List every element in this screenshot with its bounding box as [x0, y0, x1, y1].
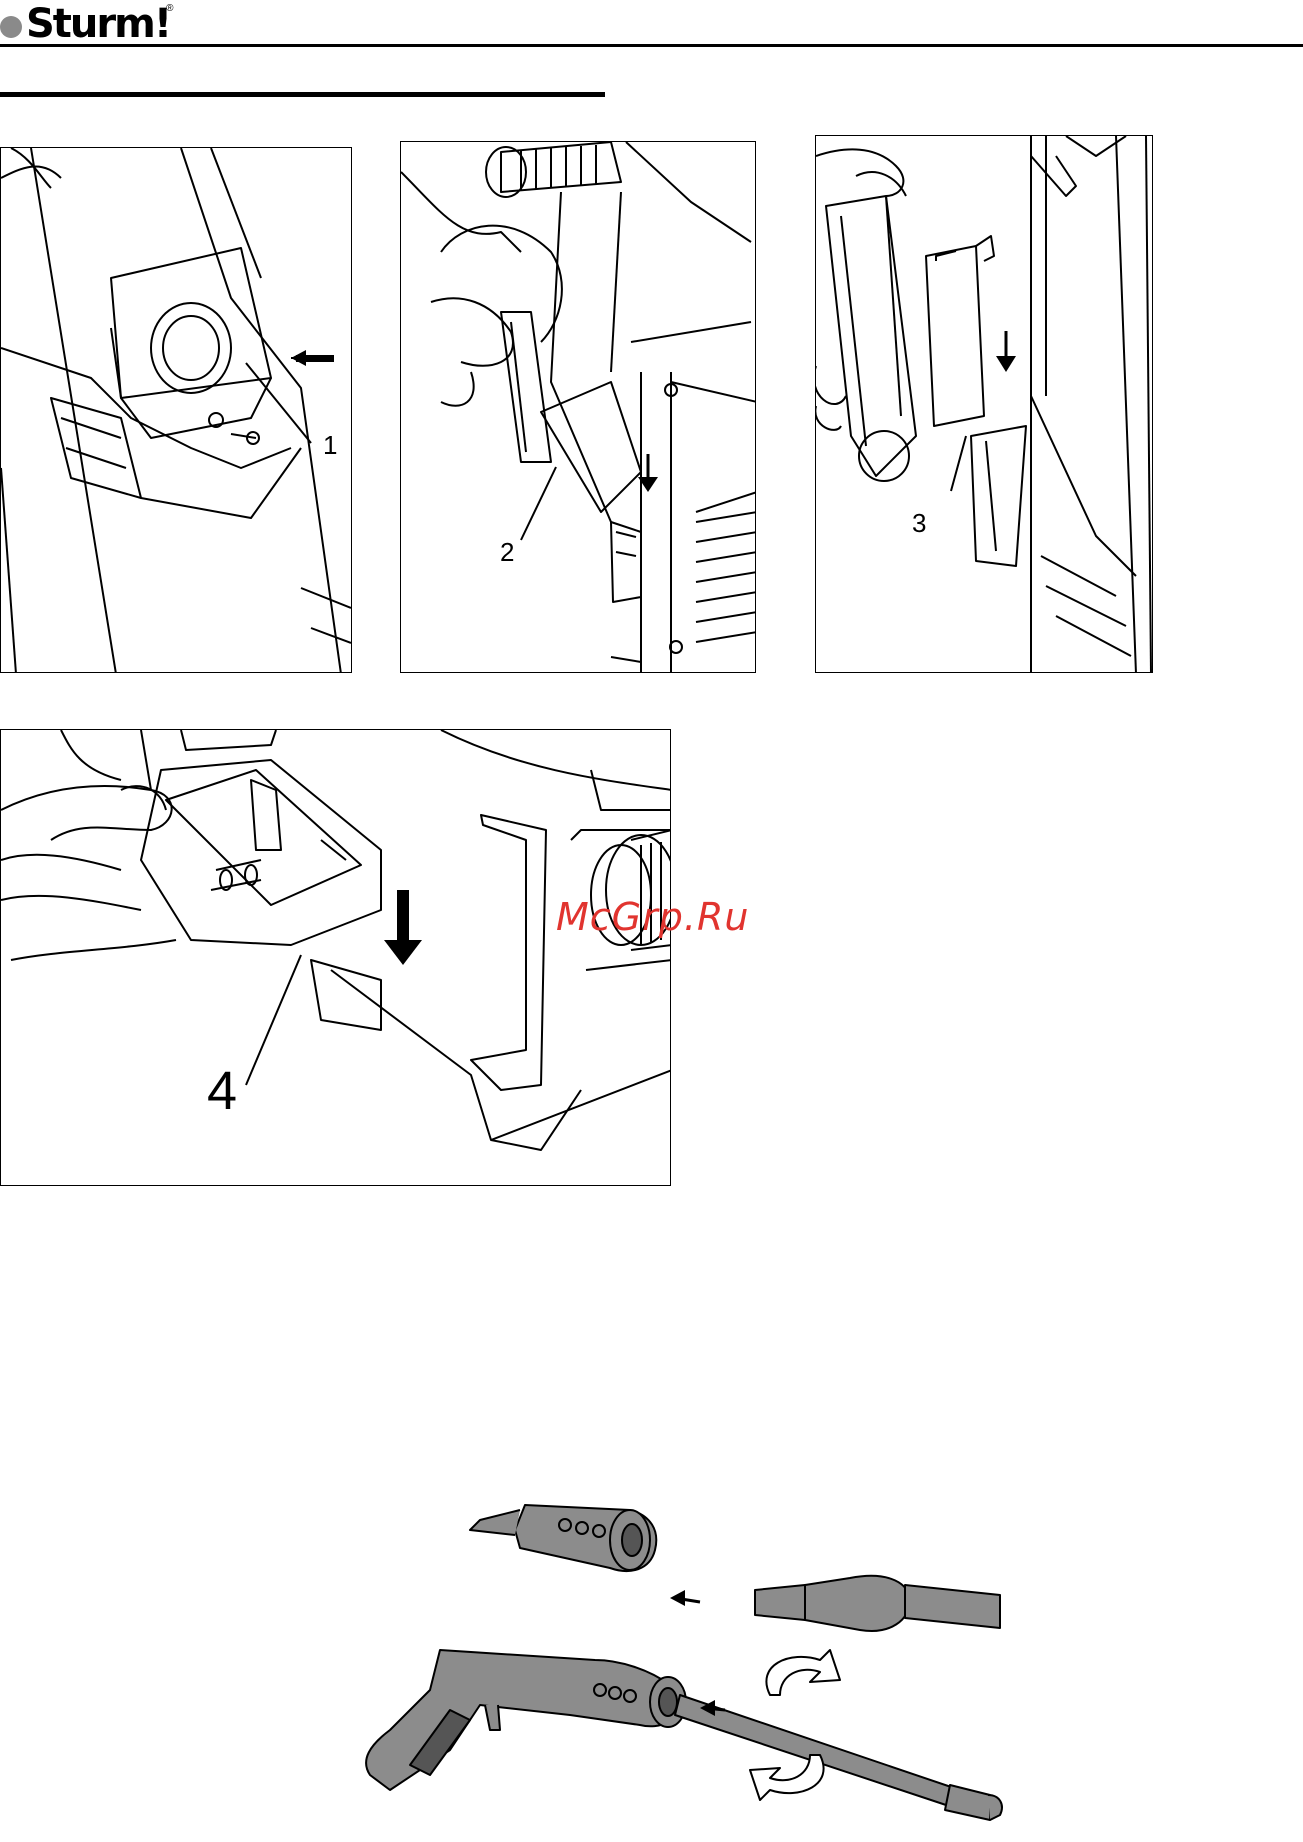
figure-4-panel: 4 [0, 729, 671, 1186]
rotate-arrow-icon [766, 1650, 840, 1695]
header-divider [0, 44, 1303, 47]
hose-connector [805, 1576, 910, 1631]
section-divider [0, 92, 605, 97]
logo-dot-icon [0, 16, 22, 38]
figure-1-panel: 1 [0, 147, 352, 673]
brand-logo: Sturm! ® [0, 2, 173, 46]
figure-4-illustration [1, 730, 671, 1186]
registered-mark: ® [166, 3, 173, 14]
figure-2-callout: 2 [500, 537, 514, 568]
figure-1-illustration [1, 148, 352, 673]
spray-gun [366, 1650, 680, 1790]
figure-2-illustration [401, 142, 756, 673]
figure-4-callout: 4 [207, 1060, 237, 1122]
lance-rod [675, 1695, 960, 1808]
figure-3-panel: 3 [815, 135, 1153, 673]
figure-1-callout: 1 [323, 430, 337, 461]
figure-3-callout: 3 [912, 508, 926, 539]
brand-name: Sturm! [26, 2, 170, 46]
figure-2-panel: 2 [400, 141, 756, 673]
rotate-arrow-icon [750, 1755, 824, 1800]
figure-3-illustration [816, 136, 1153, 673]
spray-gun-assembly-illustration [350, 1490, 1050, 1840]
watermark-text: McGrp.Ru [556, 895, 749, 939]
